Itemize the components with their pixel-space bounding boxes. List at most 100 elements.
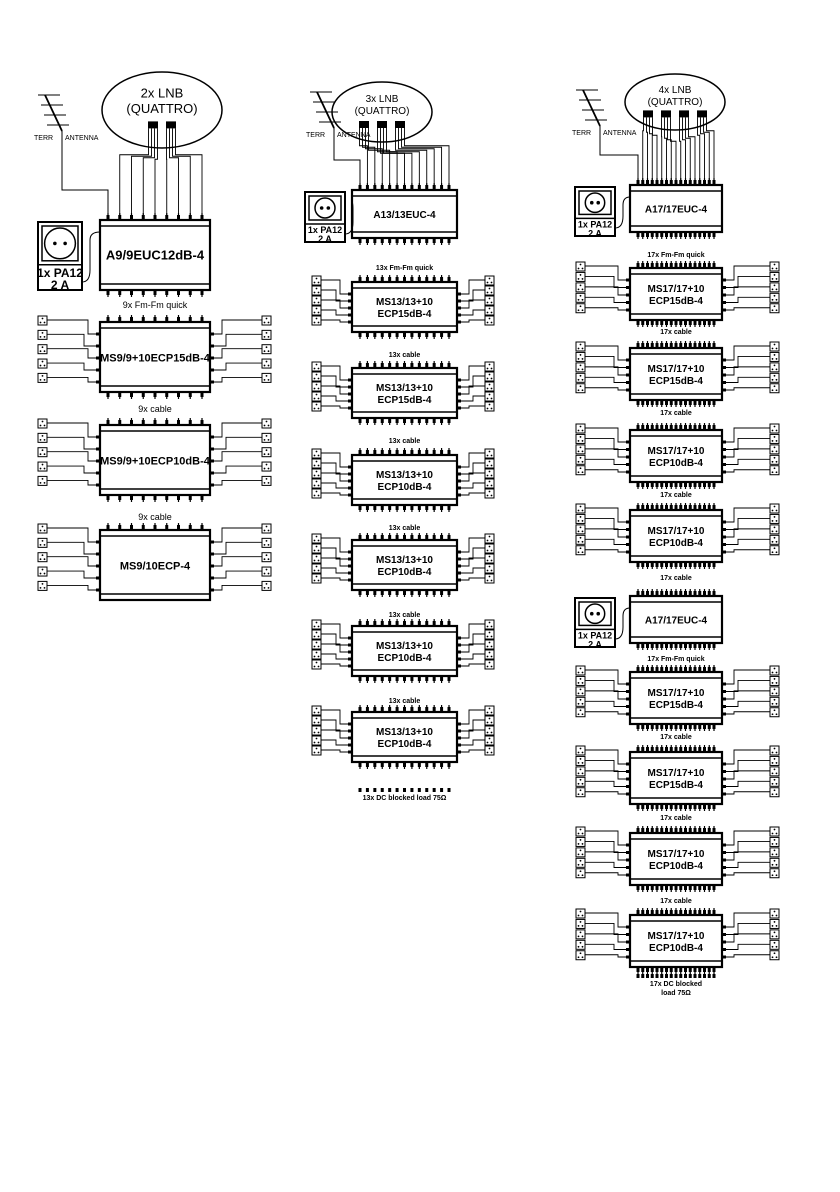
output-port [457,313,461,317]
outlet-cable [214,436,262,450]
tv-outlet-icon [484,629,495,640]
outlet-dot [773,385,776,388]
outlet-cable [214,333,262,347]
output-port [348,392,352,396]
outlet-cable [585,387,626,391]
outlet-dot [581,692,584,695]
connector-pin [650,591,654,595]
connector-pin [432,707,436,711]
outlet-dot [265,420,268,423]
tv-outlet-icon [575,303,586,314]
connector-pin [688,828,692,832]
connector-pin [380,677,384,681]
outlet-dot [317,474,320,477]
outlet-dot [490,579,493,582]
outlet-dot [41,463,44,466]
outlet-dot [317,741,320,744]
outlet-dot [486,625,489,628]
socket-pin [63,241,67,246]
outlet-dot [581,267,584,270]
tv-outlet-icon [311,391,322,402]
multiswitch-model: MS9/9+10ECP10dB-4 [100,456,211,468]
connection-label: 13x cable [389,525,421,532]
output-port [722,388,726,392]
outlet-dot [581,772,584,775]
outlet-dot [773,910,776,913]
outlet-dot [577,713,580,716]
load-terminator [712,974,716,978]
outlet-dot [775,843,778,845]
outlet-dot [773,849,776,852]
connector-pin [188,420,192,424]
outlet-dot [263,543,266,546]
outlet-dot [579,305,582,308]
connection-label: 13x DC blocked load 75Ω [363,795,447,802]
connector-pin [688,968,692,972]
connector-pin [707,505,711,509]
outlet-cable [585,437,626,450]
outlet-dot [313,474,316,477]
wire [582,89,601,127]
outlet-dot [775,460,778,463]
tv-outlet-icon [484,553,495,564]
outlet-dot [315,641,318,644]
tv-outlet-icon [311,478,322,489]
tv-outlet-icon [311,371,322,382]
load-terminator [641,974,645,978]
connection-label: 17x cable [660,329,692,336]
tv-outlet-icon [311,705,322,716]
output-port [626,448,630,451]
output-port [457,385,461,389]
connector-pin [388,707,392,711]
outlet-dot [577,309,580,312]
outlet-box [769,303,780,314]
connector-pin [636,591,640,595]
outlet-dot [773,274,776,276]
tv-outlet-icon [575,341,586,352]
lnb-icon [359,121,369,128]
outlet-box [575,696,586,707]
outlet-cable [726,770,770,780]
outlet-dot [581,925,584,927]
tv-outlet-icon [37,344,48,355]
lnb-cable [395,128,428,185]
outlet-dot [579,294,582,297]
outlet-box [311,305,322,316]
connection-label: 13x Fm-Fm quick [376,265,433,272]
connector-pin [447,185,451,189]
terr-label: TERR [572,130,591,137]
outlet-dot [775,853,778,856]
connector-pin [358,185,362,189]
tv-outlet-icon [769,465,780,476]
load-terminator [403,788,406,792]
outlet-dot [313,407,316,410]
outlet-cable [726,872,770,876]
connector-pin [410,239,414,243]
connector-pin [410,621,414,625]
outlet-box [37,358,48,369]
output-port [210,435,214,439]
outlet-box [311,275,322,286]
connector-pin [712,263,716,267]
outlet-dot [577,267,580,270]
outlet-dot [773,678,776,680]
output-port [348,493,352,497]
outlet-box [311,639,322,650]
connector-pin [118,420,122,424]
output-port [626,381,630,384]
outlet-dot [579,768,582,771]
output-port [626,528,630,531]
tv-outlet-icon [575,383,586,394]
tv-outlet-icon [484,619,495,630]
connector-pin [373,621,377,625]
outlet-dot [773,789,776,792]
outlet-dot [577,520,580,522]
outlet-box [769,939,780,950]
output-port [722,308,726,312]
output-port [348,750,352,754]
tv-outlet-icon [769,776,780,787]
output-port [626,940,630,944]
outlet-dot [317,635,320,638]
connector-pin [650,968,654,972]
outlet-dot [315,403,318,406]
